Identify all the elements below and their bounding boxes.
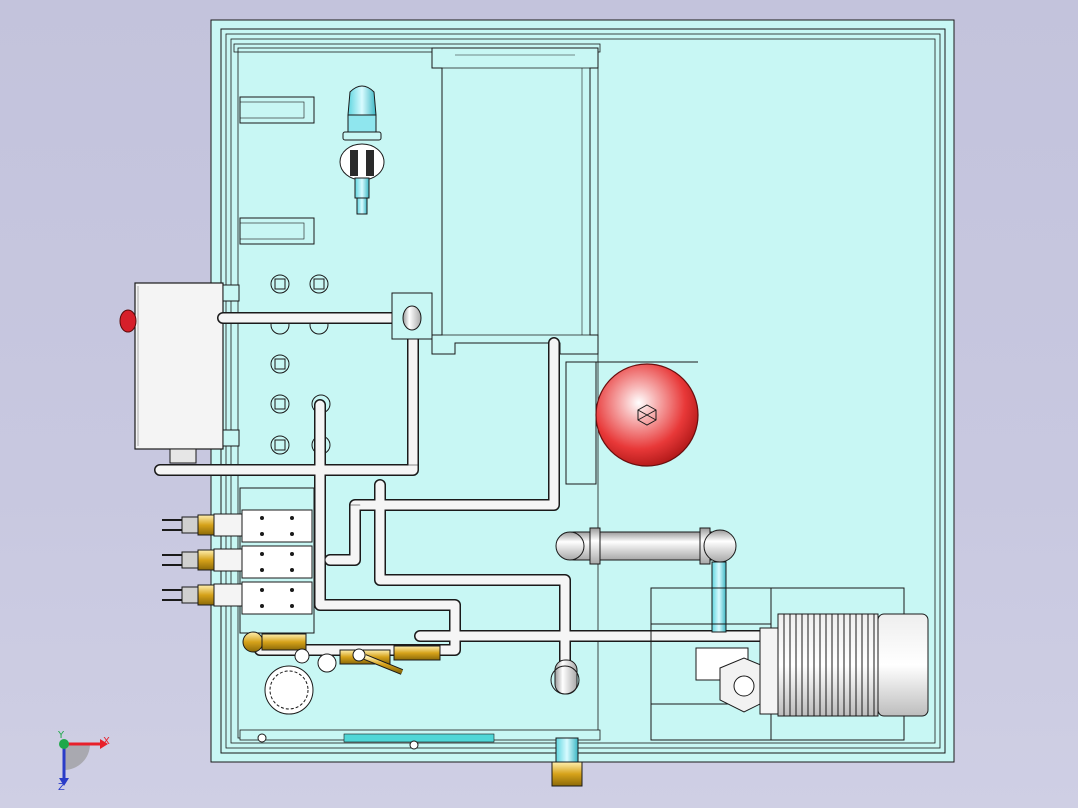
z-axis-label: Z <box>58 782 65 793</box>
oil-tank[interactable] <box>431 47 599 355</box>
suction-filter <box>257 659 583 787</box>
return-pipe <box>555 527 737 633</box>
solenoid-connectors[interactable] <box>162 513 243 607</box>
accumulator-icon[interactable] <box>565 361 699 485</box>
pipe-fitting <box>391 292 433 340</box>
electrical-box[interactable] <box>119 282 240 464</box>
level-gauge-icon[interactable] <box>339 85 385 215</box>
valve-manifold[interactable] <box>239 487 315 634</box>
y-axis-label: Y <box>57 730 65 741</box>
electric-motor-icon[interactable] <box>695 613 929 717</box>
x-axis-label: X <box>103 736 110 747</box>
mounting-slots <box>239 96 315 245</box>
pressure-gauge-assembly[interactable] <box>242 631 441 715</box>
coordinate-triad-icon: X Y Z <box>57 730 110 793</box>
